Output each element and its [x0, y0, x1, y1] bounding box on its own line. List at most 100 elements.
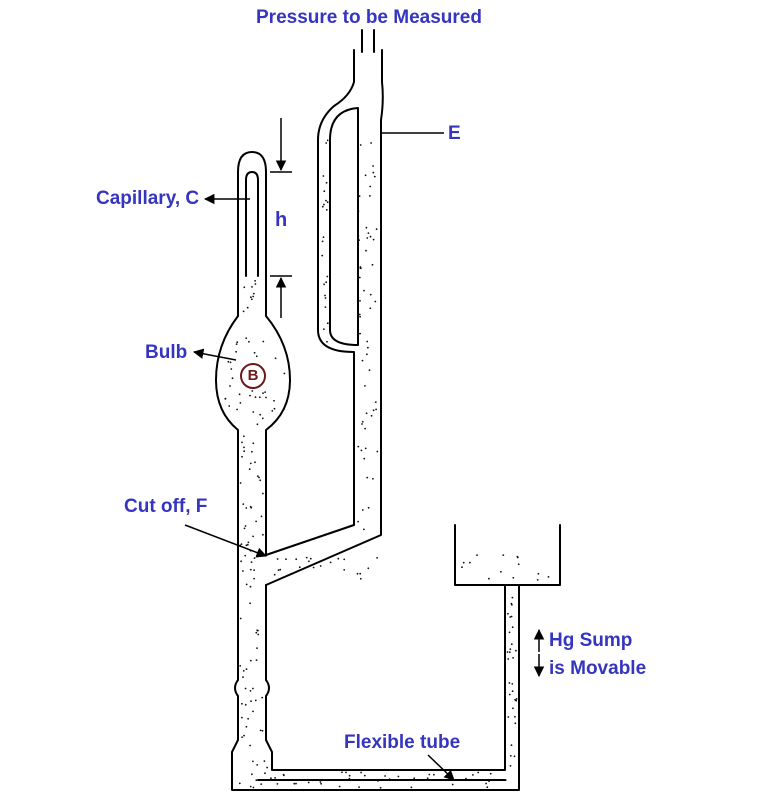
mercury-dot [238, 782, 241, 785]
mercury-dot [358, 313, 361, 316]
mercury-dot [264, 772, 266, 775]
mercury-dot [266, 766, 268, 769]
mercury-dot [320, 782, 322, 785]
mercury-dot [259, 479, 262, 482]
mercury-dot [373, 175, 376, 178]
mercury-dot [235, 350, 238, 353]
mercury-dot [488, 577, 490, 580]
mercury-dot [359, 572, 362, 575]
mercury-dot [537, 572, 540, 575]
mercury-dot [239, 482, 242, 484]
mercury-dot [329, 561, 332, 564]
mercury-dot [255, 779, 258, 782]
mercury-dot [321, 240, 324, 243]
mercury-dot [451, 783, 454, 786]
mercury-dot [515, 698, 518, 700]
mercury-dot [507, 612, 509, 615]
mercury-dot [245, 507, 248, 509]
mercury-dot [375, 228, 378, 231]
mercury-dot [243, 435, 245, 438]
mercury-dot [325, 199, 327, 202]
mercury-dot [469, 561, 471, 564]
mercury-dot [365, 412, 368, 415]
mercury-dot [357, 445, 360, 448]
mercury-dot [365, 249, 367, 252]
mercury-dot [260, 783, 263, 785]
mercury-dot [363, 289, 365, 292]
capillary-label: Capillary, C [96, 188, 200, 209]
mercury-dot [410, 786, 413, 789]
mercury-dot [274, 357, 277, 360]
pressure-label: Pressure to be Measured [256, 7, 482, 28]
mercury-dot [243, 527, 246, 530]
mercury-dot [508, 682, 511, 684]
mercury-dot [235, 343, 238, 345]
mercury-dot [262, 392, 264, 394]
mercury-dot [325, 281, 328, 284]
mercury-dot [516, 555, 519, 558]
mercury-dot [476, 554, 478, 556]
mercury-dot [224, 398, 227, 400]
mercury-dot [322, 236, 325, 239]
mercury-dot [376, 557, 378, 559]
mercury-dot [509, 648, 512, 650]
mercury-dot [239, 617, 242, 620]
mercury-dot [295, 782, 297, 785]
mercury-dot [242, 670, 245, 672]
reservoir-e-inner [329, 107, 359, 346]
mercury-dot [239, 402, 242, 404]
mercury-dot [264, 391, 266, 393]
mercury-dot [510, 643, 513, 646]
mercury-dot [366, 340, 369, 343]
mercury-dot [384, 775, 386, 777]
mercury-dot [372, 409, 375, 412]
mercury-dot [341, 771, 343, 774]
mercury-dot [256, 423, 259, 426]
mercury-dot [254, 396, 257, 399]
mercury-dot [517, 563, 520, 566]
mercury-dot [253, 569, 256, 571]
mercury-dot [361, 420, 364, 423]
mercury-dot [506, 651, 509, 653]
mercury-dot [245, 337, 248, 340]
mercury-dot [258, 396, 261, 399]
mercury-dot [369, 293, 372, 296]
mercury-dot [326, 275, 329, 278]
mercury-dot [252, 535, 255, 538]
capillary-bore [245, 171, 259, 277]
mercury-dot [348, 774, 351, 777]
mercury-dot [369, 307, 372, 310]
mercury-dot [502, 554, 505, 556]
mercury-dot [345, 771, 347, 774]
mercury-dot [245, 583, 248, 586]
mercury-dot [343, 558, 346, 561]
mercury-dot [252, 442, 255, 445]
mercury-dot [277, 569, 280, 571]
mercury-dot [324, 297, 327, 299]
mercury-dot [256, 629, 259, 632]
mercury-dot [259, 413, 262, 416]
mercury-dot [256, 475, 259, 477]
flexible-tube-label: Flexible tube [344, 732, 461, 753]
mercury-dot [254, 699, 257, 702]
mercury-dot [547, 576, 550, 578]
mercury-dot [372, 165, 374, 167]
mercury-dot [240, 560, 243, 563]
mercury-dot [244, 687, 247, 690]
mercury-dot [508, 693, 511, 696]
mercury-dot [369, 185, 372, 188]
mercury-dot [248, 468, 251, 471]
mercury-dot [236, 341, 239, 344]
mercury-dot [514, 698, 516, 701]
mercury-dot [262, 492, 264, 495]
mercury-dot [361, 359, 364, 362]
mercury-dot [486, 786, 489, 789]
mercury-dot [489, 772, 492, 775]
mercury-dot [510, 615, 513, 618]
bulb-label: Bulb [145, 342, 188, 363]
mercury-dot [361, 423, 363, 425]
mercury-dot [243, 446, 245, 449]
flexible-leader [427, 754, 455, 781]
mercury-dot [367, 232, 370, 235]
mercury-dot [249, 462, 252, 465]
